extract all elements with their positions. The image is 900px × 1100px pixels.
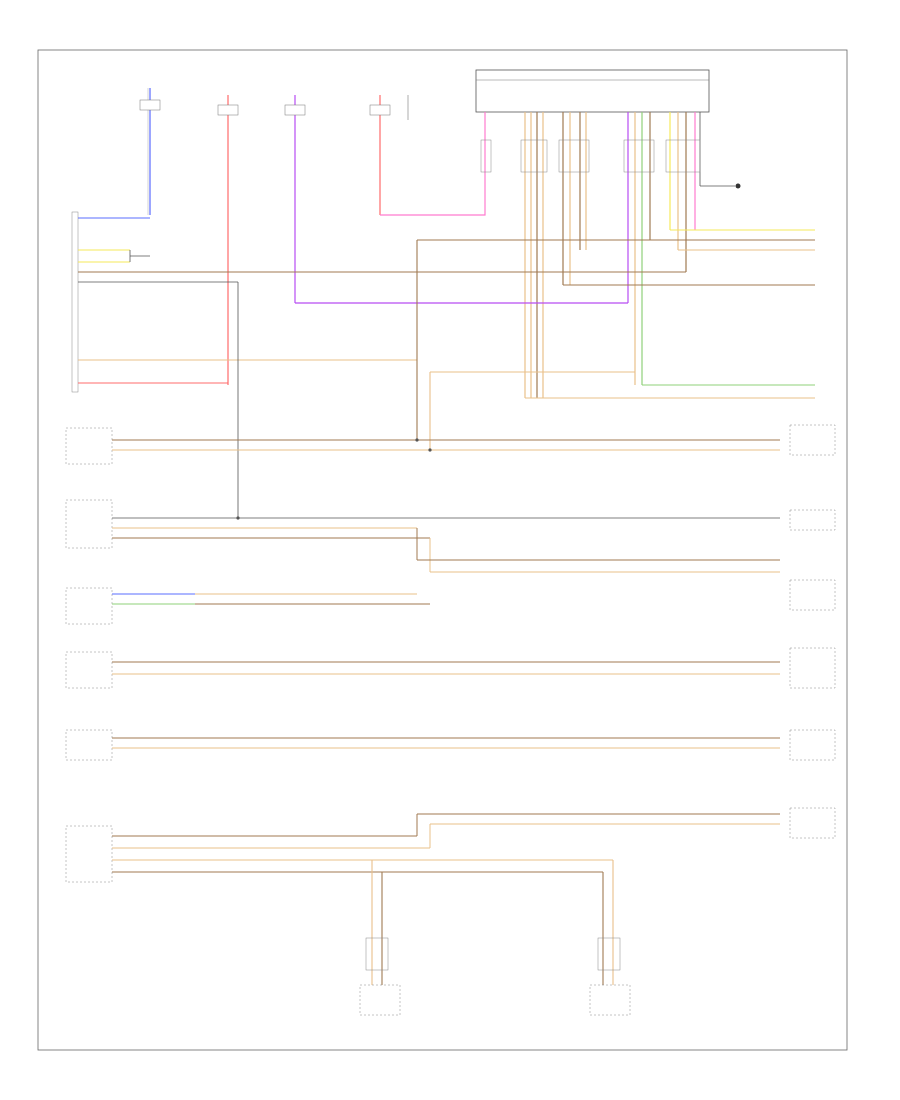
fuse-icon [217,104,239,116]
fuse-icon [284,104,306,116]
central-trunk [237,240,431,518]
top-module [475,69,710,113]
top-fuse-group [139,88,409,385]
right-components [789,424,836,839]
diagram-frame [37,49,848,1051]
top-module-box [475,69,710,113]
fuse-icon [139,99,161,111]
module-output-wires [524,112,701,398]
connector-marks [480,139,701,173]
signal-pairs [112,438,780,873]
fuse-icon [369,104,391,116]
diagnostic-connector [71,211,686,393]
left-components [65,427,113,883]
right-bus-wires [295,229,815,399]
ground-icon [700,183,741,189]
bottom-components [359,860,631,1016]
